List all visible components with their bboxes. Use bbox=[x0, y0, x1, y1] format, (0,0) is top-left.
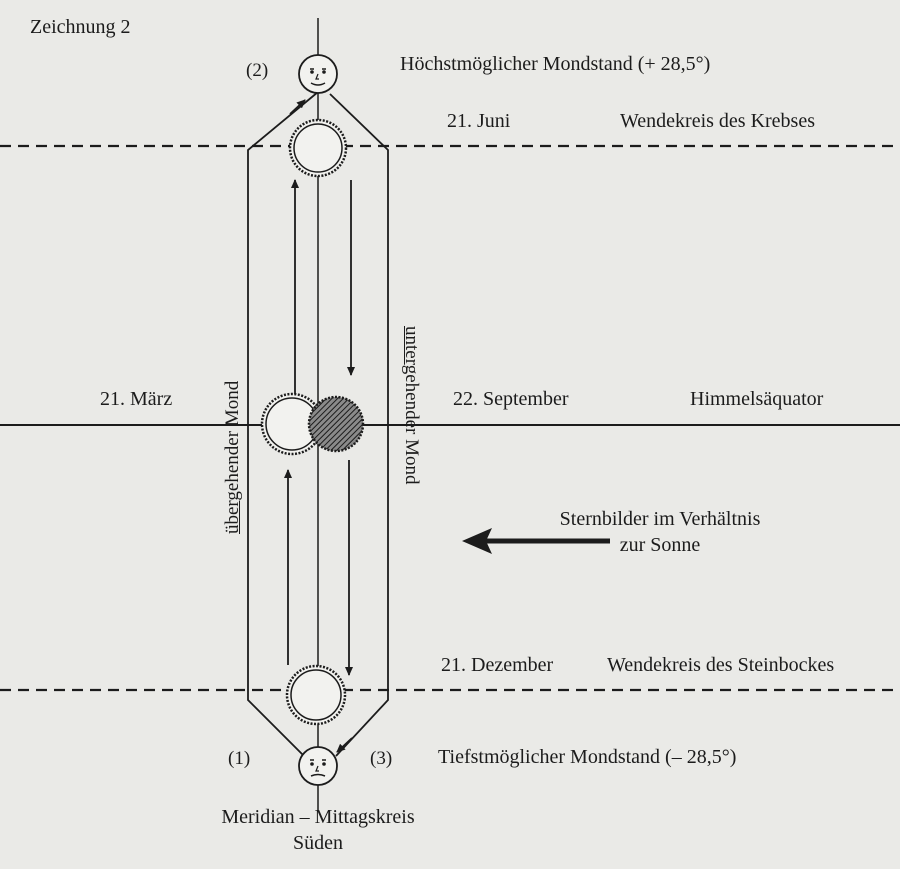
figure-title: Zeichnung 2 bbox=[30, 16, 131, 38]
bottom-moon-label: Tiefstmöglicher Mondstand (– 28,5°) bbox=[438, 746, 737, 768]
rising-moon-label: übergehender Mond bbox=[222, 324, 244, 534]
marker-3: (3) bbox=[370, 748, 393, 769]
constellation-arrow-icon bbox=[462, 528, 610, 554]
path-arrow-bottom bbox=[336, 737, 353, 753]
south-label: Süden bbox=[293, 832, 343, 854]
rising-moon-rest: gehender Mond bbox=[222, 380, 243, 501]
constellation-note-line1: Sternbilder im Verhältnis bbox=[559, 508, 761, 530]
rising-moon-underlined: über bbox=[222, 500, 243, 534]
celestial-equator-label: Himmelsäquator bbox=[690, 388, 824, 410]
constellation-note-line2: zur Sonne bbox=[619, 534, 701, 556]
top-moon-label: Höchstmöglicher Mondstand (+ 28,5°) bbox=[400, 53, 711, 75]
march-date-label: 21. März bbox=[100, 388, 173, 410]
setting-moon-rest: gehender Mond bbox=[401, 364, 422, 485]
june-date-label: 21. Juni bbox=[447, 110, 511, 132]
sun-june-icon bbox=[288, 118, 348, 178]
sun-march-icon bbox=[260, 392, 324, 456]
moon-path-outline bbox=[247, 91, 389, 757]
meridian-label: Meridian – Mittagskreis bbox=[221, 806, 415, 828]
december-date-label: 21. Dezember bbox=[441, 654, 554, 676]
moon-face-bottom-icon bbox=[298, 746, 338, 786]
setting-moon-underlined: unter bbox=[401, 326, 422, 365]
moon-face-top-icon bbox=[298, 54, 338, 94]
setting-moon-label: untergehender Mond bbox=[400, 326, 422, 548]
marker-2: (2) bbox=[246, 60, 269, 81]
tropic-cancer-label: Wendekreis des Krebses bbox=[620, 110, 815, 132]
tropic-capricorn-label: Wendekreis des Steinbockes bbox=[607, 654, 835, 676]
marker-1: (1) bbox=[228, 748, 251, 769]
sun-september-hatched-icon bbox=[307, 395, 365, 453]
sun-december-icon bbox=[285, 664, 347, 726]
september-date-label: 22. September bbox=[453, 388, 569, 410]
path-arrow-top bbox=[289, 99, 306, 115]
